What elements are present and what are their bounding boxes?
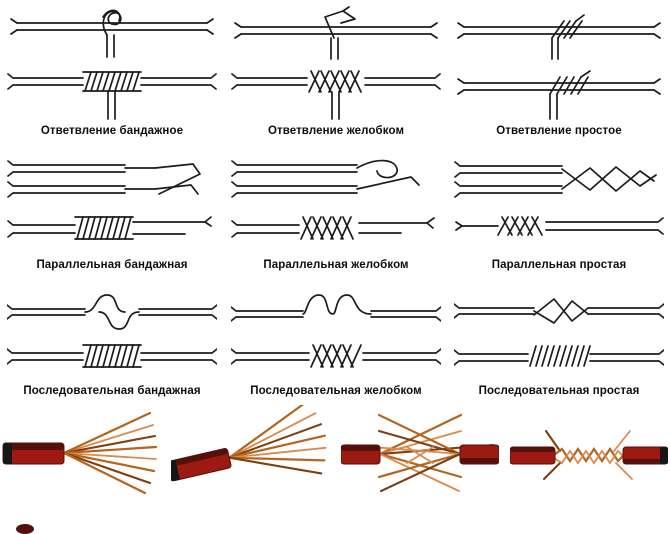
caption-series-simple: Последовательная простая [478,385,640,397]
series-groove-top-drawing [231,294,441,322]
parallel-groove-bottom-drawing [231,216,435,240]
photo-cables-crossed [340,405,499,501]
caption-branch-simple: Ответвление простое [496,125,622,137]
parallel-simple-top-drawing [454,161,657,198]
caption-parallel-groove: Параллельная желобком [263,259,409,271]
branch-bandage-bottom-drawing [7,71,217,120]
two-cables-twisted-joint-icon [509,429,668,481]
series-bandage-top-drawing [7,294,217,330]
series-bandage-bottom-drawing [7,344,217,368]
two-cables-crossed-strands-icon [340,413,499,493]
diagram-parallel-simple: Параллельная простая [448,153,670,271]
diagram-parallel-bandage: Параллельная бандажная [0,153,224,271]
diagram-series-simple: Последовательная простая [448,287,670,397]
cropped-edge-artifact [16,524,34,534]
branch-bandage-top-drawing [10,9,214,58]
caption-parallel-bandage: Параллельная бандажная [36,259,188,271]
series-groove-bottom-drawing [231,344,441,368]
caption-series-groove: Последовательная желобком [250,385,422,397]
diagram-branch-bandage: Ответвление бандажное [0,3,224,137]
series-simple-bottom-drawing [454,345,664,367]
series-connections-row: Последовательная бандажная Последователь… [0,287,670,397]
series-simple-top-drawing [454,298,664,324]
photo-cable-fanned [2,405,160,501]
branch-connections-row: Ответвление бандажное Ответвление желобк… [0,0,670,137]
diagram-parallel-groove: Параллельная желобком [224,153,448,271]
branch-groove-bottom-drawing [231,70,441,120]
branch-groove-top-drawing [234,6,438,60]
diagram-series-groove: Последовательная желобком [224,287,448,397]
parallel-bandage-bottom-drawing [7,216,212,240]
photo-cables-twisted [509,405,668,501]
caption-parallel-simple: Параллельная простая [491,259,627,271]
branch-simple-bottom-drawing [457,70,661,120]
branch-simple-top-drawing [457,14,661,60]
parallel-connections-row: Параллельная бандажная Параллельная жело… [0,153,670,271]
diagram-series-bandage: Последовательная бандажная [0,287,224,397]
caption-series-bandage: Последовательная бандажная [23,385,201,397]
photo-cable-fanned-angled [171,405,329,501]
single-cable-fanned-strands-icon [2,411,158,495]
single-cable-fanned-strands-angled-icon [171,405,327,482]
caption-branch-bandage: Ответвление бандажное [40,125,184,137]
diagram-branch-groove: Ответвление желобком [224,3,448,137]
parallel-simple-bottom-drawing [455,216,664,236]
photo-strip [0,401,670,501]
parallel-groove-top-drawing [231,159,420,198]
diagram-branch-simple: Ответвление простое [448,3,670,137]
parallel-bandage-top-drawing [7,160,201,198]
caption-branch-groove: Ответвление желобком [267,125,405,137]
